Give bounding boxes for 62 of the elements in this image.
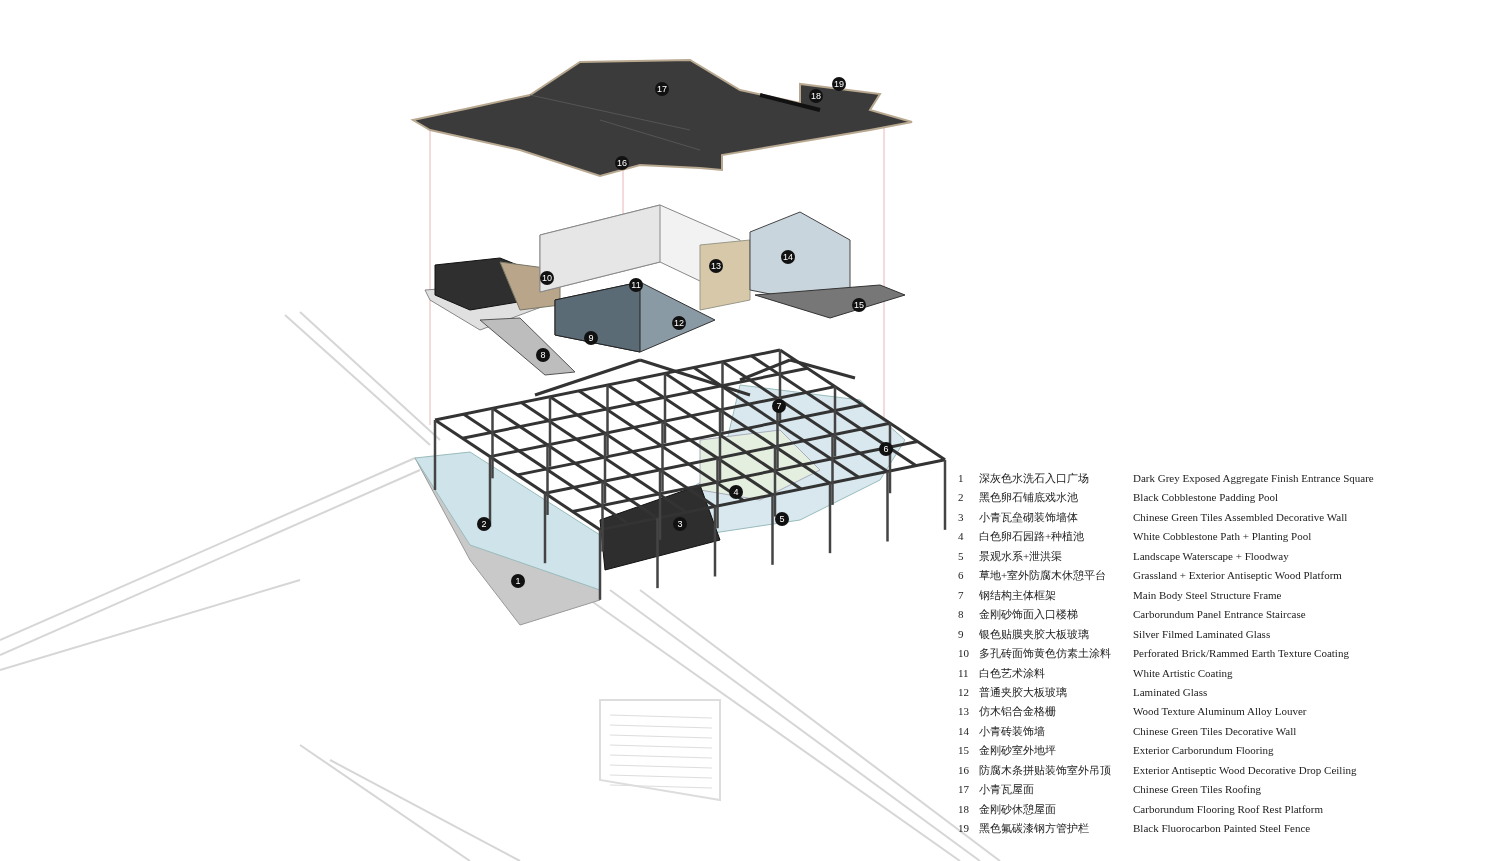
- row-number: 11: [958, 665, 969, 680]
- row-number: 7: [958, 587, 964, 602]
- material-translation: Carborundum Panel Entrance Staircase: [1133, 607, 1306, 622]
- material-name: 小青瓦屋面: [979, 782, 1034, 797]
- material-name: 小青瓦垒砌装饰墙体: [979, 509, 1078, 524]
- material-name: 钢结构主体框架: [979, 587, 1056, 602]
- material-translation: White Artistic Coating: [1133, 665, 1233, 680]
- row-number: 13: [958, 704, 969, 719]
- material-name: 黑色氟碳漆钢方管护栏: [979, 821, 1089, 836]
- material-translation: Carborundum Flooring Roof Rest Platform: [1133, 801, 1324, 816]
- material-name: 深灰色水洗石入口广场: [979, 471, 1089, 485]
- material-translation: Exterior Carborundum Flooring: [1133, 743, 1274, 758]
- row-number: 9: [958, 626, 964, 641]
- callout-number: 9: [584, 331, 598, 345]
- row-number: 18: [958, 801, 969, 816]
- material-name: 金刚砂休憩屋面: [979, 801, 1056, 816]
- row-number: 3: [958, 509, 964, 524]
- row-number: 2: [958, 490, 964, 505]
- row-number: 14: [958, 723, 969, 738]
- material-translation: Grassland + Exterior Antiseptic Wood Platform: [1133, 568, 1342, 583]
- material-translation: Laminated Glass: [1133, 684, 1208, 699]
- callout-number: 11: [629, 278, 643, 292]
- material-translation: Chinese Green Tiles Assembled Decorative Wall: [1133, 509, 1348, 524]
- material-translation: Dark Grey Exposed Aggregate Finish Entrance Square: [1133, 471, 1374, 485]
- row-number: 1: [958, 471, 964, 485]
- row-number: 12: [958, 684, 969, 699]
- material-translation: Wood Texture Aluminum Alloy Louver: [1133, 704, 1307, 719]
- material-translation: Black Fluorocarbon Painted Steel Fence: [1133, 821, 1311, 836]
- material-name: 多孔砖面饰黄色仿素土涂料: [979, 646, 1111, 661]
- row-number: 5: [958, 548, 964, 563]
- material-name: 景观水系+泄洪渠: [979, 548, 1063, 563]
- material-translation: Chinese Green Tiles Roofing: [1133, 782, 1262, 797]
- material-translation: Black Cobblestone Padding Pool: [1133, 490, 1279, 505]
- material-name: 金刚砂饰面入口楼梯: [979, 607, 1078, 622]
- material-translation: Silver Filmed Laminated Glass: [1133, 626, 1271, 641]
- material-name: 草地+室外防腐木休憩平台: [979, 568, 1107, 583]
- material-name: 银色贴膜夹胶大板玻璃: [979, 626, 1089, 641]
- row-number: 17: [958, 782, 969, 797]
- material-translation: Chinese Green Tiles Decorative Wall: [1133, 723, 1297, 738]
- callout-number: 5: [775, 512, 789, 526]
- row-number: 10: [958, 646, 969, 661]
- material-name: 黑色卵石铺底戏水池: [979, 490, 1078, 505]
- material-translation: Perforated Brick/Rammed Earth Texture Coating: [1133, 646, 1349, 661]
- row-number: 4: [958, 529, 964, 544]
- callout-number: 19: [832, 77, 846, 91]
- material-translation: Exterior Antiseptic Wood Decorative Drop Ceiling: [1133, 762, 1357, 777]
- row-number: 16: [958, 762, 969, 777]
- row-number: 6: [958, 568, 964, 583]
- material-name: 小青砖装饰墙: [979, 723, 1045, 738]
- material-name: 防腐木条拼贴装饰室外吊顶: [979, 762, 1111, 777]
- material-name: 仿木铝合金格栅: [979, 704, 1056, 719]
- material-name: 白色艺术涂料: [979, 665, 1045, 680]
- material-translation: Landscape Waterscape + Floodway: [1133, 548, 1289, 563]
- material-name: 普通夹胶大板玻璃: [979, 684, 1067, 699]
- material-name: 金刚砂室外地坪: [979, 743, 1056, 758]
- row-number: 15: [958, 743, 969, 758]
- row-number: 19: [958, 821, 969, 836]
- material-name: 白色卵石园路+种植池: [979, 529, 1085, 544]
- callout-number: 15: [852, 298, 866, 312]
- material-translation: Main Body Steel Structure Frame: [1133, 587, 1282, 602]
- material-translation: White Cobblestone Path + Planting Pool: [1133, 529, 1312, 544]
- row-number: 8: [958, 607, 964, 622]
